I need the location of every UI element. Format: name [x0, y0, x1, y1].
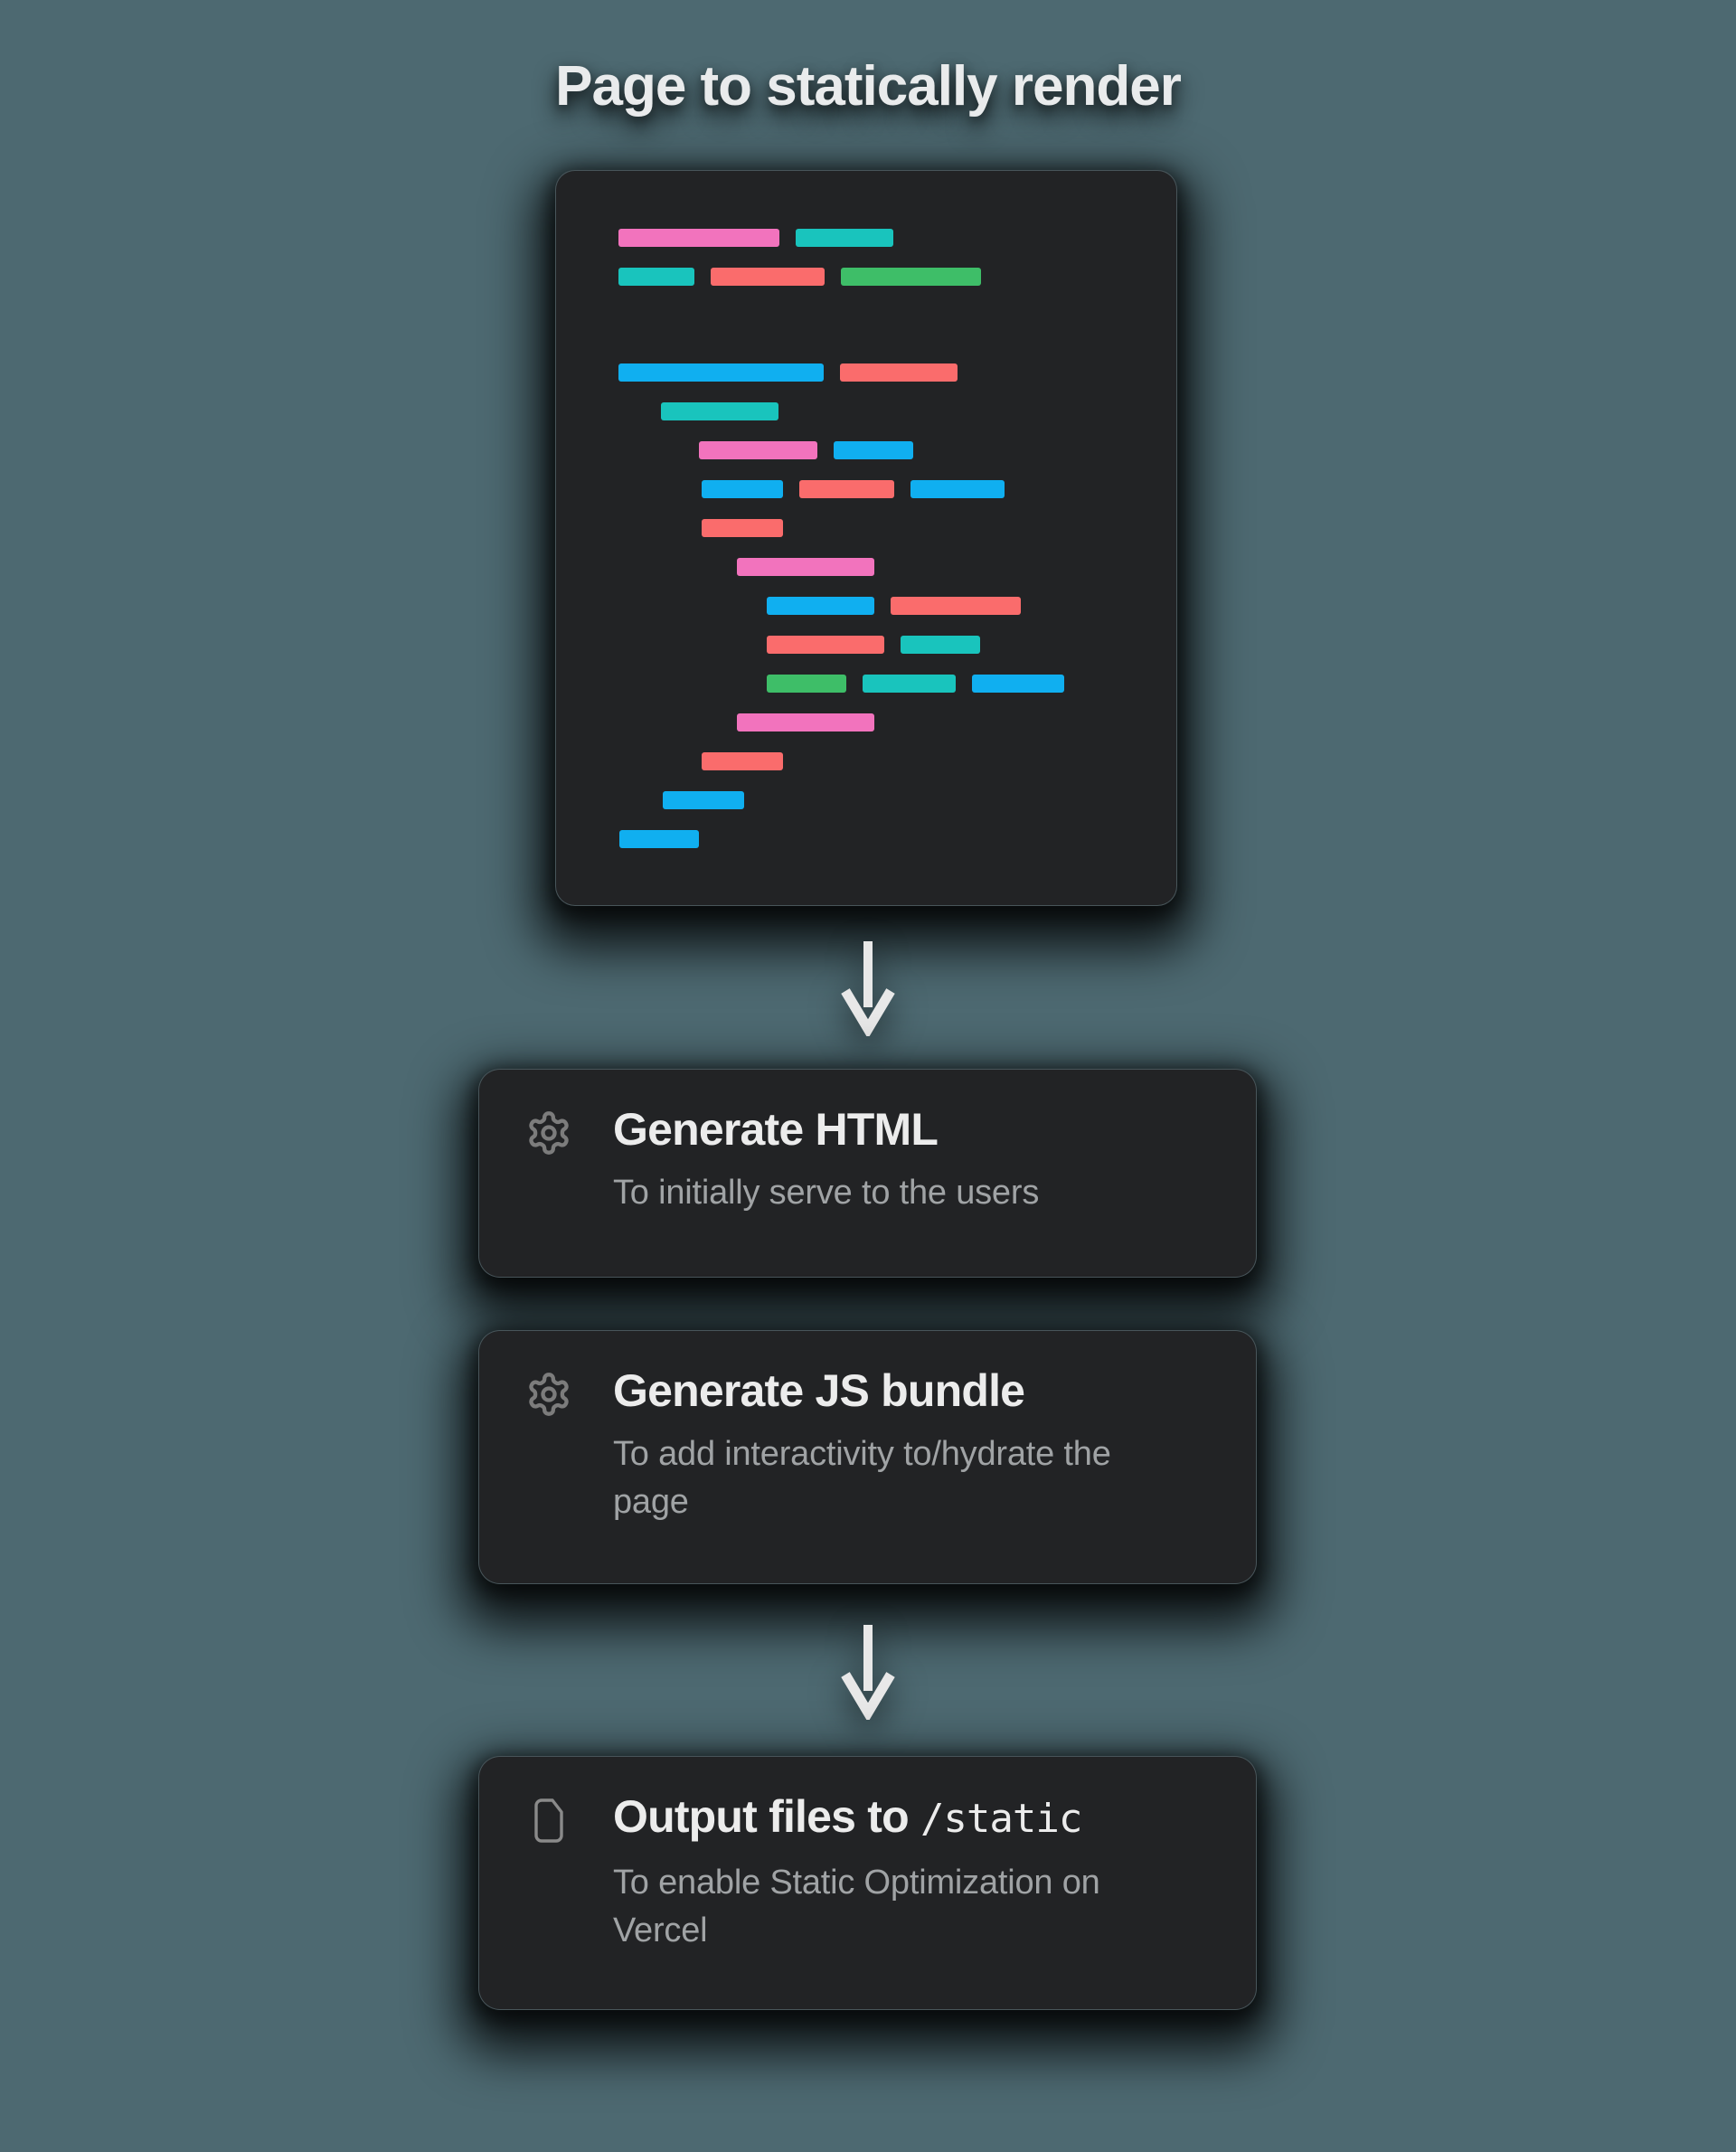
code-token	[618, 363, 824, 382]
code-token	[737, 558, 874, 576]
card-body: Generate JS bundle To add interactivity …	[613, 1365, 1124, 1526]
code-token	[767, 636, 884, 654]
file-icon	[525, 1797, 572, 1845]
code-token	[711, 268, 825, 286]
code-line	[556, 791, 1176, 809]
step-card-generate-js-bundle: Generate JS bundle To add interactivity …	[478, 1330, 1257, 1584]
code-token	[901, 636, 980, 654]
code-line	[556, 558, 1176, 576]
card-title: Output files to /static	[613, 1791, 1124, 1845]
step-card-output-files: Output files to /static To enable Static…	[478, 1756, 1257, 2010]
page-title: Page to statically render	[555, 55, 1182, 118]
code-token	[702, 752, 783, 770]
code-token	[767, 675, 846, 693]
code-line	[556, 441, 1176, 459]
code-line	[556, 480, 1176, 498]
code-token	[702, 480, 783, 498]
code-token	[841, 268, 981, 286]
code-token	[702, 519, 783, 537]
code-preview-panel	[555, 170, 1177, 906]
code-token	[663, 791, 744, 809]
code-token	[799, 480, 894, 498]
code-token	[737, 713, 874, 731]
step-card-generate-html: Generate HTML To initially serve to the …	[478, 1069, 1257, 1278]
code-line	[556, 713, 1176, 731]
code-token	[618, 229, 779, 247]
code-token	[661, 402, 778, 420]
code-line	[556, 229, 1176, 247]
card-title-code: /static	[920, 1796, 1082, 1842]
code-line	[556, 268, 1176, 286]
card-title: Generate HTML	[613, 1104, 939, 1155]
card-subtitle: To initially serve to the users	[613, 1174, 1040, 1212]
code-token	[891, 597, 1021, 615]
code-token	[796, 229, 893, 247]
code-line	[556, 363, 1176, 382]
code-token	[840, 363, 958, 382]
code-line	[556, 402, 1176, 420]
card-title: Generate JS bundle	[613, 1365, 1025, 1416]
card-body: Output files to /static To enable Static…	[613, 1791, 1124, 1955]
code-line	[556, 597, 1176, 615]
code-token	[910, 480, 1005, 498]
code-token	[699, 441, 817, 459]
code-line	[556, 752, 1176, 770]
gear-icon	[525, 1371, 572, 1418]
card-subtitle: To enable Static Optimization on Vercel	[613, 1864, 1100, 1949]
card-title-text: Output files to	[613, 1791, 920, 1842]
code-line	[556, 519, 1176, 537]
code-token	[863, 675, 956, 693]
code-line	[556, 830, 1176, 848]
code-token	[834, 441, 913, 459]
code-line	[556, 636, 1176, 654]
code-token	[767, 597, 874, 615]
card-subtitle: To add interactivity to/hydrate the page	[613, 1435, 1111, 1521]
gear-icon	[525, 1109, 572, 1156]
down-arrow-icon	[841, 1625, 895, 1720]
code-token	[619, 830, 699, 848]
card-body: Generate HTML To initially serve to the …	[613, 1104, 1039, 1217]
code-token	[972, 675, 1064, 693]
code-lines	[556, 229, 1176, 848]
code-token	[618, 268, 694, 286]
code-line	[556, 675, 1176, 693]
down-arrow-icon	[841, 941, 895, 1036]
